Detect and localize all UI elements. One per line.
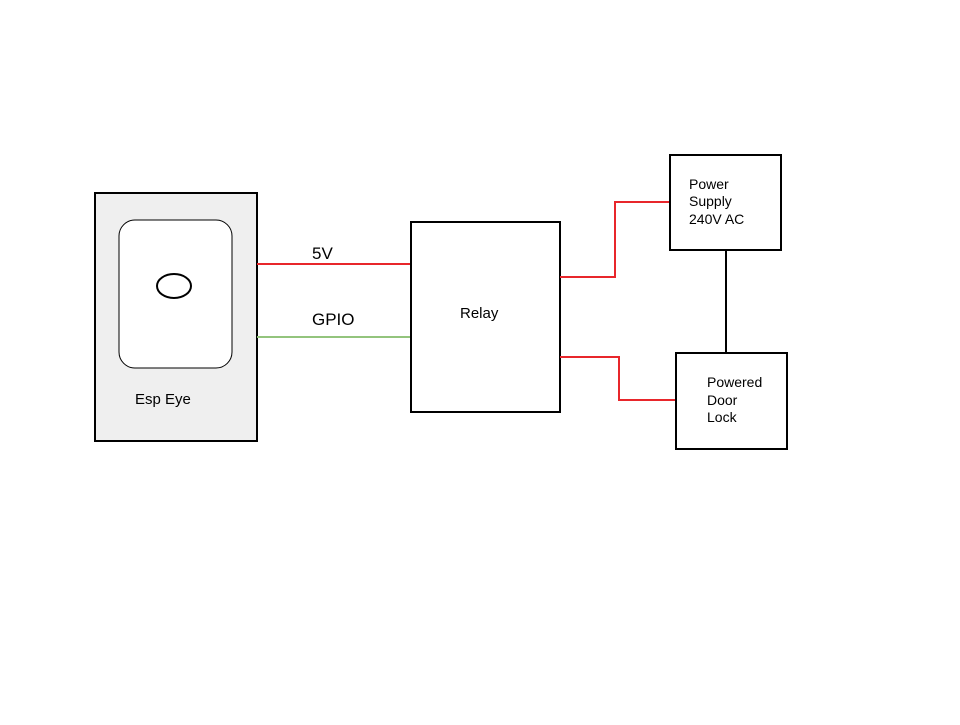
power-supply-label-line-1: Power <box>689 176 729 192</box>
door-lock-box <box>675 352 788 450</box>
door-lock-label-line-1: Powered <box>707 374 762 390</box>
esp-eye-label: Esp Eye <box>135 391 191 408</box>
esp-eye-node: Esp Eye <box>94 192 258 442</box>
wire-gpio: GPIO <box>257 310 411 338</box>
door-lock-label-line-3: Lock <box>707 409 738 425</box>
power-supply-node: Power Supply 240V AC <box>669 154 782 251</box>
door-lock-label-line-2: Door <box>707 392 738 408</box>
power-supply-label-line-2: Supply <box>689 193 732 209</box>
relay-label: Relay <box>460 305 499 322</box>
wire-5v-label: 5V <box>312 244 333 263</box>
relay-node: Relay <box>410 221 561 413</box>
power-supply-box <box>669 154 782 251</box>
wire-gpio-label: GPIO <box>312 310 355 329</box>
wire-5v: 5V <box>257 244 411 265</box>
wire-relay-to-door-lock <box>560 356 676 401</box>
door-lock-node: Powered Door Lock <box>675 352 788 450</box>
power-supply-label-line-3: 240V AC <box>689 211 744 227</box>
camera-lens-icon <box>156 273 192 299</box>
relay-box <box>410 221 561 413</box>
wire-relay-to-power-supply <box>560 201 670 278</box>
